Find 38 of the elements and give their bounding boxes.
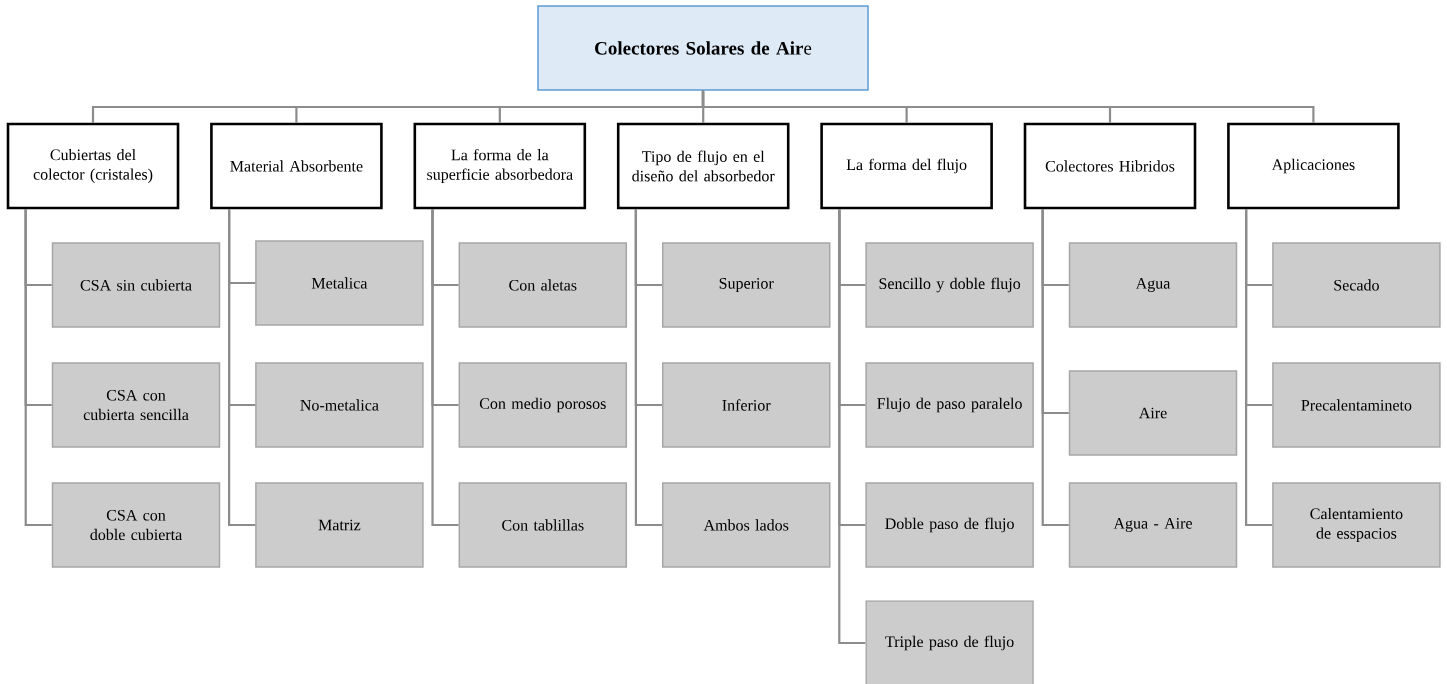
item-box: Sencillo y doble flujo [865, 242, 1034, 328]
category-box: La forma del flujo [820, 122, 993, 210]
category-box: La forma de la superficie absorbedora [413, 122, 587, 210]
item-box: Metalica [255, 240, 424, 326]
item-box: Triple paso de flujo [865, 600, 1034, 684]
item-box: Secado [1272, 242, 1441, 328]
connector-line [838, 209, 866, 645]
category-box: Aplicaciones [1227, 122, 1400, 210]
item-box: CSA con doble cubierta [51, 482, 221, 568]
connector-line [24, 209, 52, 527]
item-box: Doble paso de flujo [865, 482, 1034, 568]
item-box: Con aletas [458, 242, 628, 328]
item-box: Calentamiento de esspacios [1272, 482, 1441, 568]
item-box: Flujo de paso paralelo [865, 362, 1034, 448]
category-box: Tipo de flujo en el diseño del absorbedor [616, 122, 790, 210]
item-box: Agua - Aire [1068, 482, 1238, 568]
item-box: Aire [1068, 370, 1238, 456]
connector-line [431, 209, 459, 527]
item-box: Ambos lados [661, 482, 831, 568]
connector-line [228, 209, 256, 527]
item-box: Con medio porosos [458, 362, 628, 448]
category-box: Cubiertas del colector (cristales) [6, 122, 180, 210]
item-box: Precalentamineto [1272, 362, 1441, 448]
connector-line [1245, 209, 1273, 527]
item-box: Inferior [661, 362, 831, 448]
item-box: Matriz [255, 482, 424, 568]
category-box: Colectores Hibridos [1023, 122, 1197, 210]
category-box: Material Absorbente [210, 122, 383, 210]
item-box: Superior [661, 242, 831, 328]
item-box: No-metalica [255, 362, 424, 448]
connector-line [1041, 209, 1069, 527]
item-box: CSA con cubierta sencilla [51, 362, 221, 448]
item-box: CSA sin cubierta [51, 242, 221, 328]
connector-line [634, 209, 662, 527]
title-box: Colectores Solares de Aire [537, 5, 869, 91]
item-box: Agua [1068, 242, 1238, 328]
item-box: Con tablillas [458, 482, 628, 568]
connector-line [701, 90, 1315, 123]
